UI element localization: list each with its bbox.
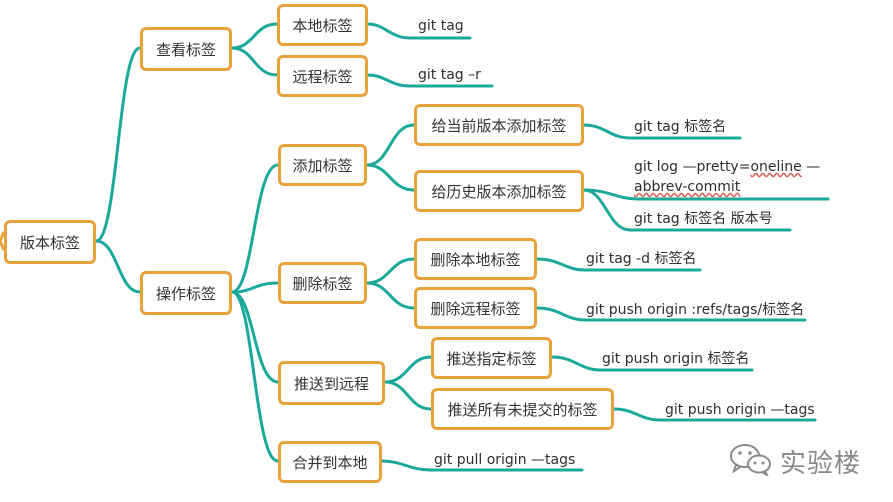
node-delete-tag: 删除标签 <box>278 262 367 304</box>
cmd-git-tag-d: git tag -d 标签名 <box>586 251 697 267</box>
node-push-specific-tag: 推送指定标签 <box>431 337 552 379</box>
cmd-git-log-part2: oneline <box>750 159 802 175</box>
node-tag-current-version: 给当前版本添加标签 <box>414 104 584 146</box>
cmd-git-tag-r: git tag –r <box>418 67 481 83</box>
node-version-tags: 版本标签 <box>4 220 96 264</box>
cmd-git-tag-name-version: git tag 标签名 版本号 <box>634 211 773 227</box>
node-push-all-tags: 推送所有未提交的标签 <box>431 388 614 430</box>
cmd-git-tag: git tag <box>418 18 464 34</box>
node-delete-remote-tag: 删除远程标签 <box>414 287 537 329</box>
node-operate-tags: 操作标签 <box>140 271 232 315</box>
cmd-git-log-line2: abbrev-commit <box>634 179 741 195</box>
cmd-git-push-tagname: git push origin 标签名 <box>602 351 750 367</box>
cmd-git-log-part3: — <box>801 159 821 175</box>
cmd-git-tag-name: git tag 标签名 <box>634 119 727 135</box>
cmd-git-push-delete: git push origin :refs/tags/标签名 <box>586 302 805 318</box>
node-push-remote: 推送到远程 <box>278 361 385 405</box>
cmd-git-log-part1: git log —pretty= <box>634 159 751 175</box>
watermark: 实验楼 <box>728 442 861 480</box>
node-local-tags: 本地标签 <box>277 4 368 46</box>
node-add-tag: 添加标签 <box>278 144 367 186</box>
watermark-text: 实验楼 <box>780 448 862 479</box>
node-tag-history-version: 给历史版本添加标签 <box>414 170 584 212</box>
node-remote-tags: 远程标签 <box>277 55 368 97</box>
cmd-git-pull-tags: git pull origin —tags <box>434 452 576 468</box>
node-view-tags: 查看标签 <box>140 27 232 71</box>
wechat-icon <box>728 442 772 480</box>
node-delete-local-tag: 删除本地标签 <box>414 238 537 280</box>
cmd-git-push-tags: git push origin —tags <box>665 402 815 418</box>
cmd-git-log-pretty: git log —pretty=oneline — abbrev-commit <box>634 157 834 197</box>
node-merge-local: 合并到本地 <box>278 441 382 483</box>
